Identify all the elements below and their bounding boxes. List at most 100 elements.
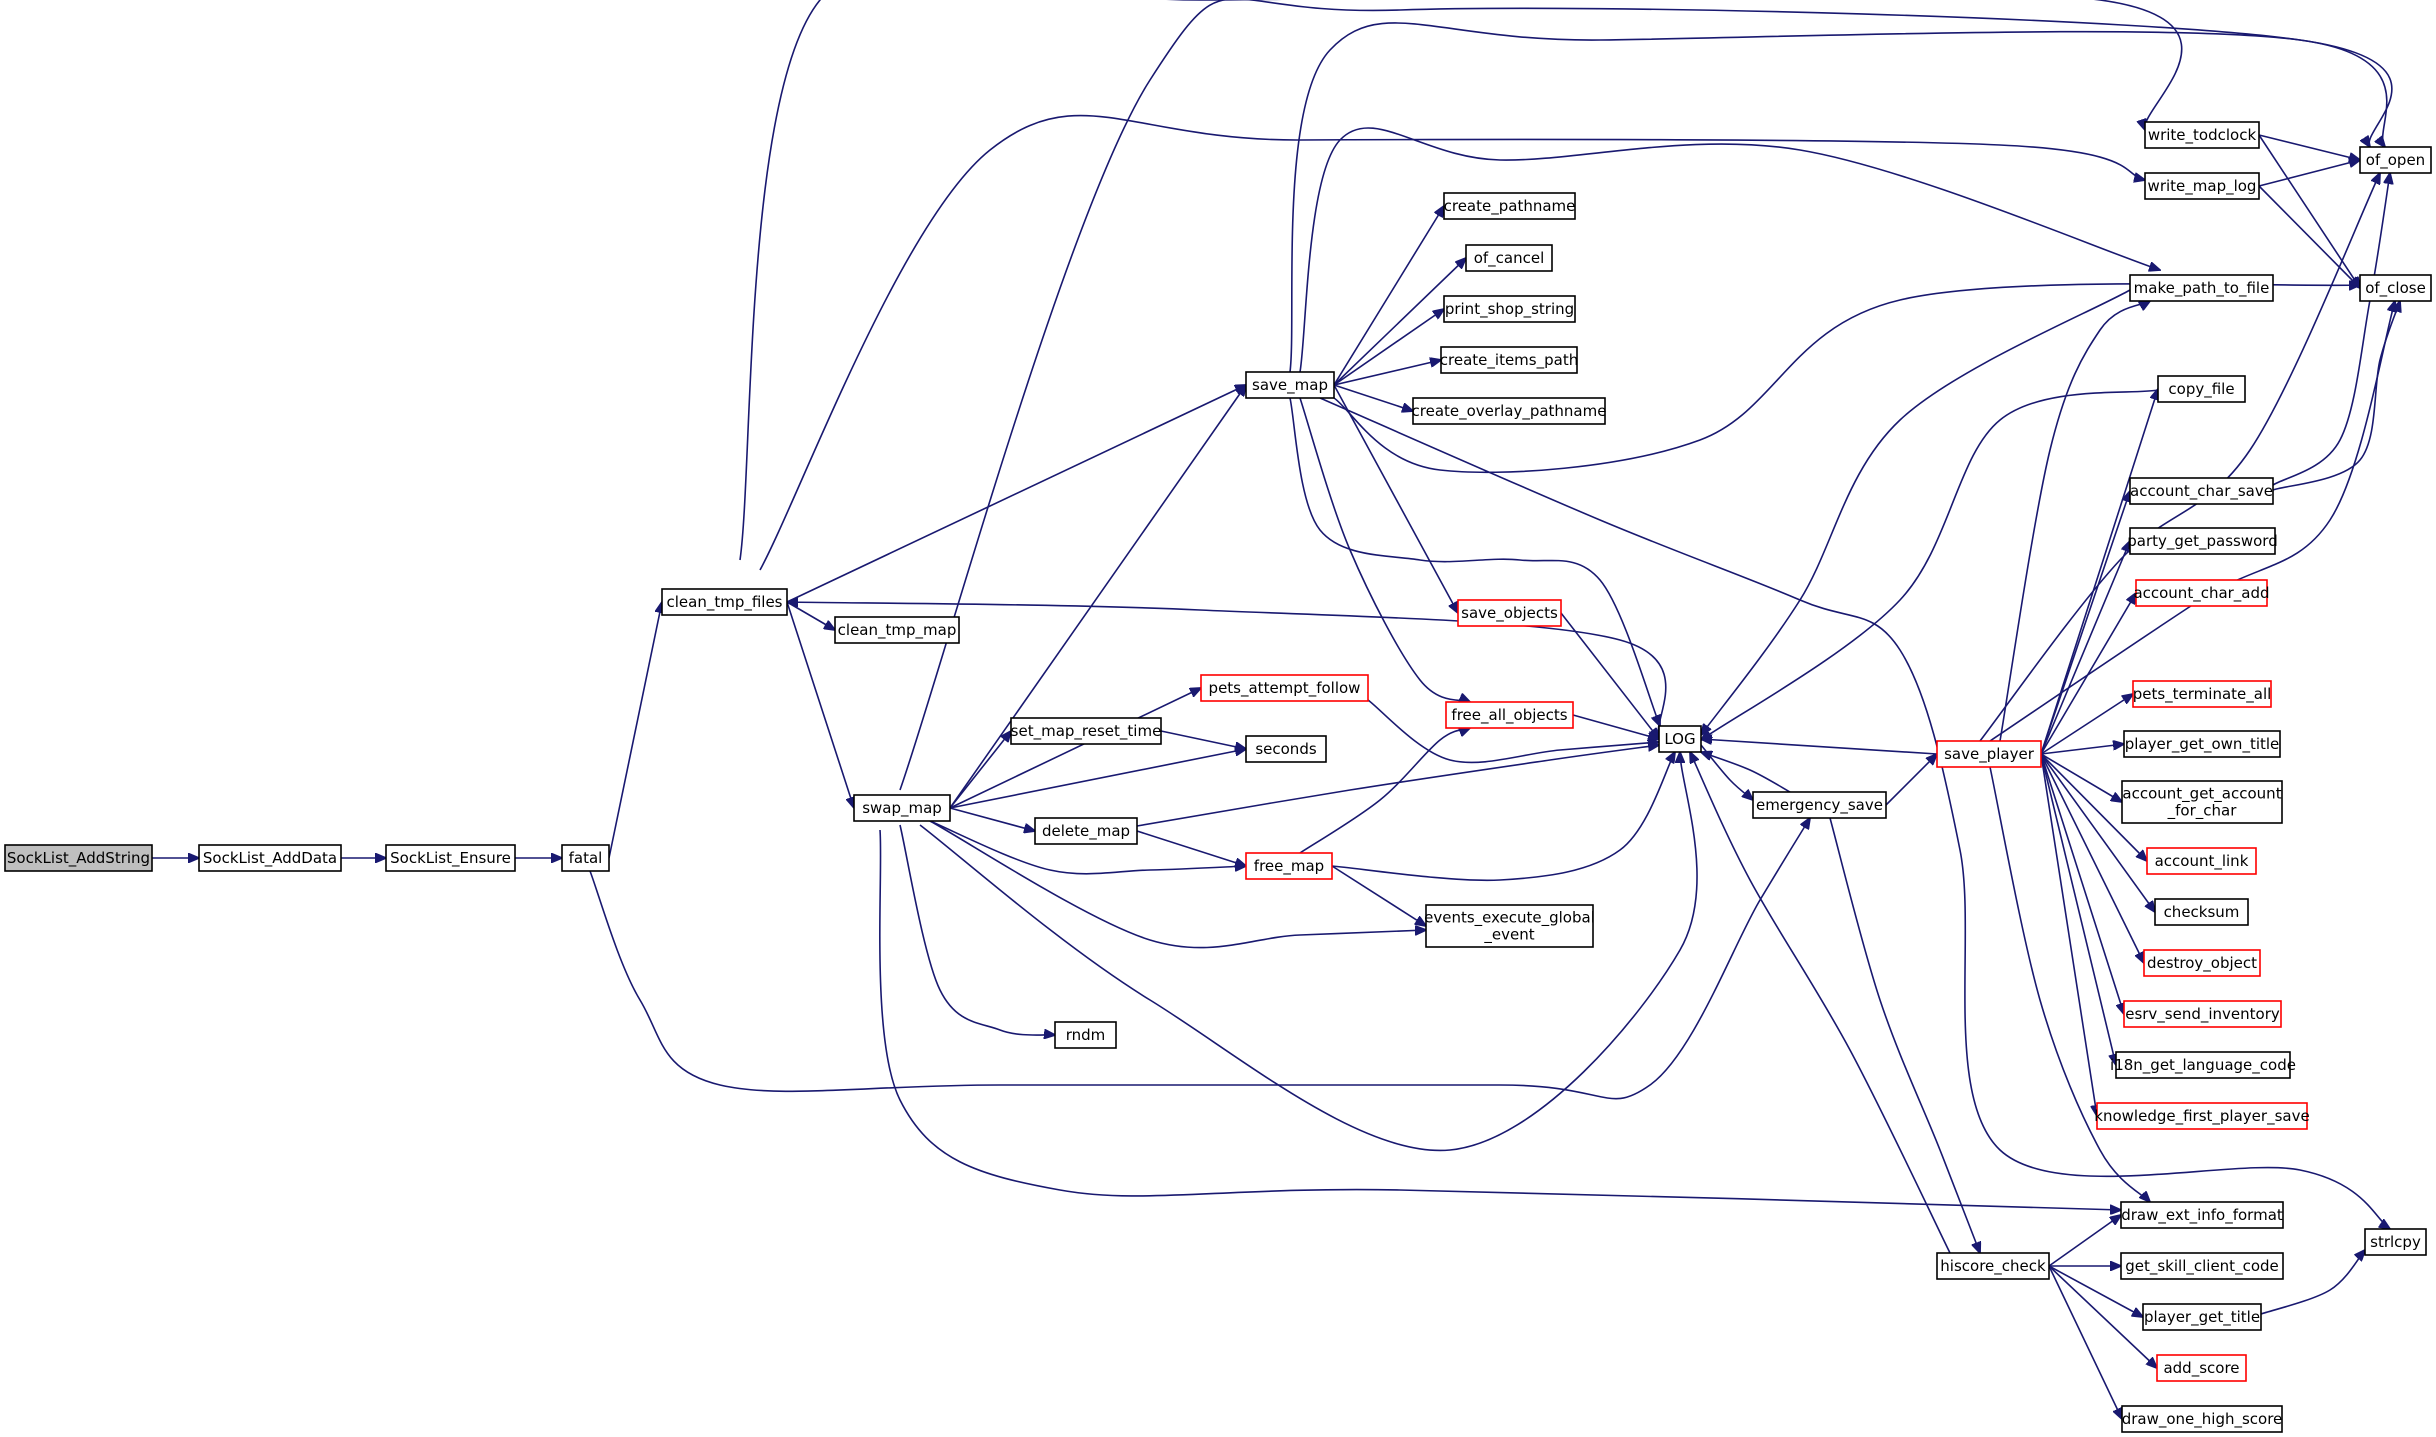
node-box [2120,1252,2284,1280]
node-rndm[interactable]: rndm [1054,1021,1117,1049]
node-fatal[interactable]: fatal [561,844,610,872]
node-events-execute-global-event[interactable]: events_execute_global_event [1424,904,1595,948]
node-pets-terminate-all[interactable]: pets_terminate_all [2132,680,2272,708]
node-box [1936,1252,2050,1280]
node-label: seconds [1255,740,1316,758]
node-draw-ext-info-format[interactable]: draw_ext_info_format [2120,1201,2284,1229]
node-label: strlcpy [2370,1233,2421,1251]
node-account-char-save[interactable]: account_char_save [2129,477,2274,505]
edge-save-player-to-of-open [1979,173,2380,742]
node-label: write_todclock [2148,126,2257,145]
node-socklist-addstring[interactable]: SockList_AddString [4,844,153,872]
edge-swap-map-to-draw-ext-info-format [879,829,2121,1210]
node-label: rndm [1066,1026,1106,1044]
node-esrv-send-inventory[interactable]: esrv_send_inventory [2123,1000,2282,1028]
node-label: account_get_account [2122,785,2281,804]
node-strlcpy[interactable]: strlcpy [2364,1228,2427,1256]
node-free-map[interactable]: free_map [1245,852,1333,880]
node-save-map[interactable]: save_map [1245,371,1335,399]
node-draw-one-high-score[interactable]: draw_one_high_score [2121,1405,2283,1433]
node-label: SockList_Ensure [390,849,511,868]
node-label: hiscore_check [1940,1257,2046,1276]
edge-clean-tmp-files-to-swap-map [786,601,854,808]
node-box [2123,730,2281,758]
node-socklist-ensure[interactable]: SockList_Ensure [385,844,516,872]
node-account-get-account-for-char[interactable]: account_get_account_for_char [2121,780,2283,824]
edge-copy-file-to-log [1701,389,2159,740]
node-destroy-object[interactable]: destroy_object [2143,949,2261,977]
node-checksum[interactable]: checksum [2154,898,2249,926]
node-clean-tmp-map[interactable]: clean_tmp_map [834,616,960,644]
edge-free-map-to-events-execute-global-event [1331,865,1426,926]
node-box [2123,1000,2282,1028]
node-add-score[interactable]: add_score [2156,1354,2247,1382]
node-label: fatal [569,849,603,867]
node-box [1054,1021,1117,1049]
node-write-todclock[interactable]: write_todclock [2144,121,2260,149]
node-save-objects[interactable]: save_objects [1457,599,1562,627]
node-copy-file[interactable]: copy_file [2157,375,2246,403]
node-party-get-password[interactable]: party_get_password [2127,527,2278,555]
node-pets-attempt-follow[interactable]: pets_attempt_follow [1200,674,1369,702]
node-i18n-get-language-code[interactable]: i18n_get_language_code [2110,1051,2296,1079]
node-write-map-log[interactable]: write_map_log [2144,172,2260,200]
edge-save-player-to-i18n-get-language-code [2040,753,2116,1065]
node-label: emergency_save [1756,796,1883,815]
node-label: _for_char [2167,802,2238,821]
node-label: _event [1483,926,1534,945]
node-box [1412,397,1606,425]
node-create-overlay-pathname[interactable]: create_overlay_pathname [1412,397,1607,425]
node-label: checksum [2164,903,2240,921]
node-label: create_items_path [1440,351,1578,370]
node-swap-map[interactable]: swap_map [853,794,951,822]
node-socklist-adddata[interactable]: SockList_AddData [198,844,342,872]
node-of-cancel[interactable]: of_cancel [1465,244,1553,272]
node-create-pathname[interactable]: create_pathname [1443,192,1576,220]
node-free-all-objects[interactable]: free_all_objects [1445,701,1574,729]
node-box [2132,680,2272,708]
node-box [1457,599,1562,627]
node-label: print_shop_string [1445,300,1574,319]
node-of-close[interactable]: of_close [2359,274,2432,302]
edge-delete-map-to-log [1136,745,1659,827]
node-box [1445,701,1574,729]
node-box [2129,527,2276,555]
node-box [1658,725,1702,753]
edge-swap-map-to-seconds [949,749,1246,809]
edge-hiscore-check-to-add-score [2048,1265,2157,1368]
node-hiscore-check[interactable]: hiscore_check [1936,1252,2050,1280]
edge-hiscore-check-to-log [1690,752,1951,1254]
node-box [1465,244,1553,272]
node-make-path-to-file[interactable]: make_path_to_file [2129,274,2274,302]
node-label: copy_file [2168,380,2234,399]
edge-account-char-save-to-of-open [2272,173,2390,486]
edge-save-player-to-esrv-send-inventory [2040,753,2124,1014]
edge-set-map-reset-time-to-seconds [1160,730,1246,749]
node-label: clean_tmp_files [666,593,782,612]
node-log[interactable]: LOG [1658,725,1702,753]
node-box [661,588,788,616]
edge-player-get-title-to-strlcpy [2260,1250,2365,1315]
edge-log-to-clean-tmp-files [787,602,1667,736]
node-player-get-title[interactable]: player_get_title [2142,1303,2262,1331]
edge-swap-map-to-rndm [899,824,1055,1035]
edge-emergency-save-to-log [1701,752,1791,793]
node-get-skill-client-code[interactable]: get_skill_client_code [2120,1252,2284,1280]
node-label: SockList_AddData [203,849,337,868]
node-print-shop-string[interactable]: print_shop_string [1443,295,1576,323]
node-account-char-add[interactable]: account_char_add [2133,579,2270,607]
node-account-link[interactable]: account_link [2146,847,2257,875]
node-knowledge-first-player-save[interactable]: knowledge_first_player_save [2094,1102,2310,1130]
node-of-open[interactable]: of_open [2359,146,2432,174]
node-clean-tmp-files[interactable]: clean_tmp_files [661,588,788,616]
node-create-items-path[interactable]: create_items_path [1440,346,1578,374]
node-emergency-save[interactable]: emergency_save [1752,791,1887,819]
node-label: add_score [2163,1359,2239,1378]
node-delete-map[interactable]: delete_map [1034,817,1138,845]
node-set-map-reset-time[interactable]: set_map_reset_time [1010,717,1162,745]
edge-save-map-to-strlcpy [1319,397,2390,1229]
edge-clean-tmp-files-to-write-todclock [739,0,2183,561]
node-seconds[interactable]: seconds [1245,735,1327,763]
node-player-get-own-title[interactable]: player_get_own_title [2123,730,2281,758]
node-save-player[interactable]: save_player [1936,740,2042,768]
